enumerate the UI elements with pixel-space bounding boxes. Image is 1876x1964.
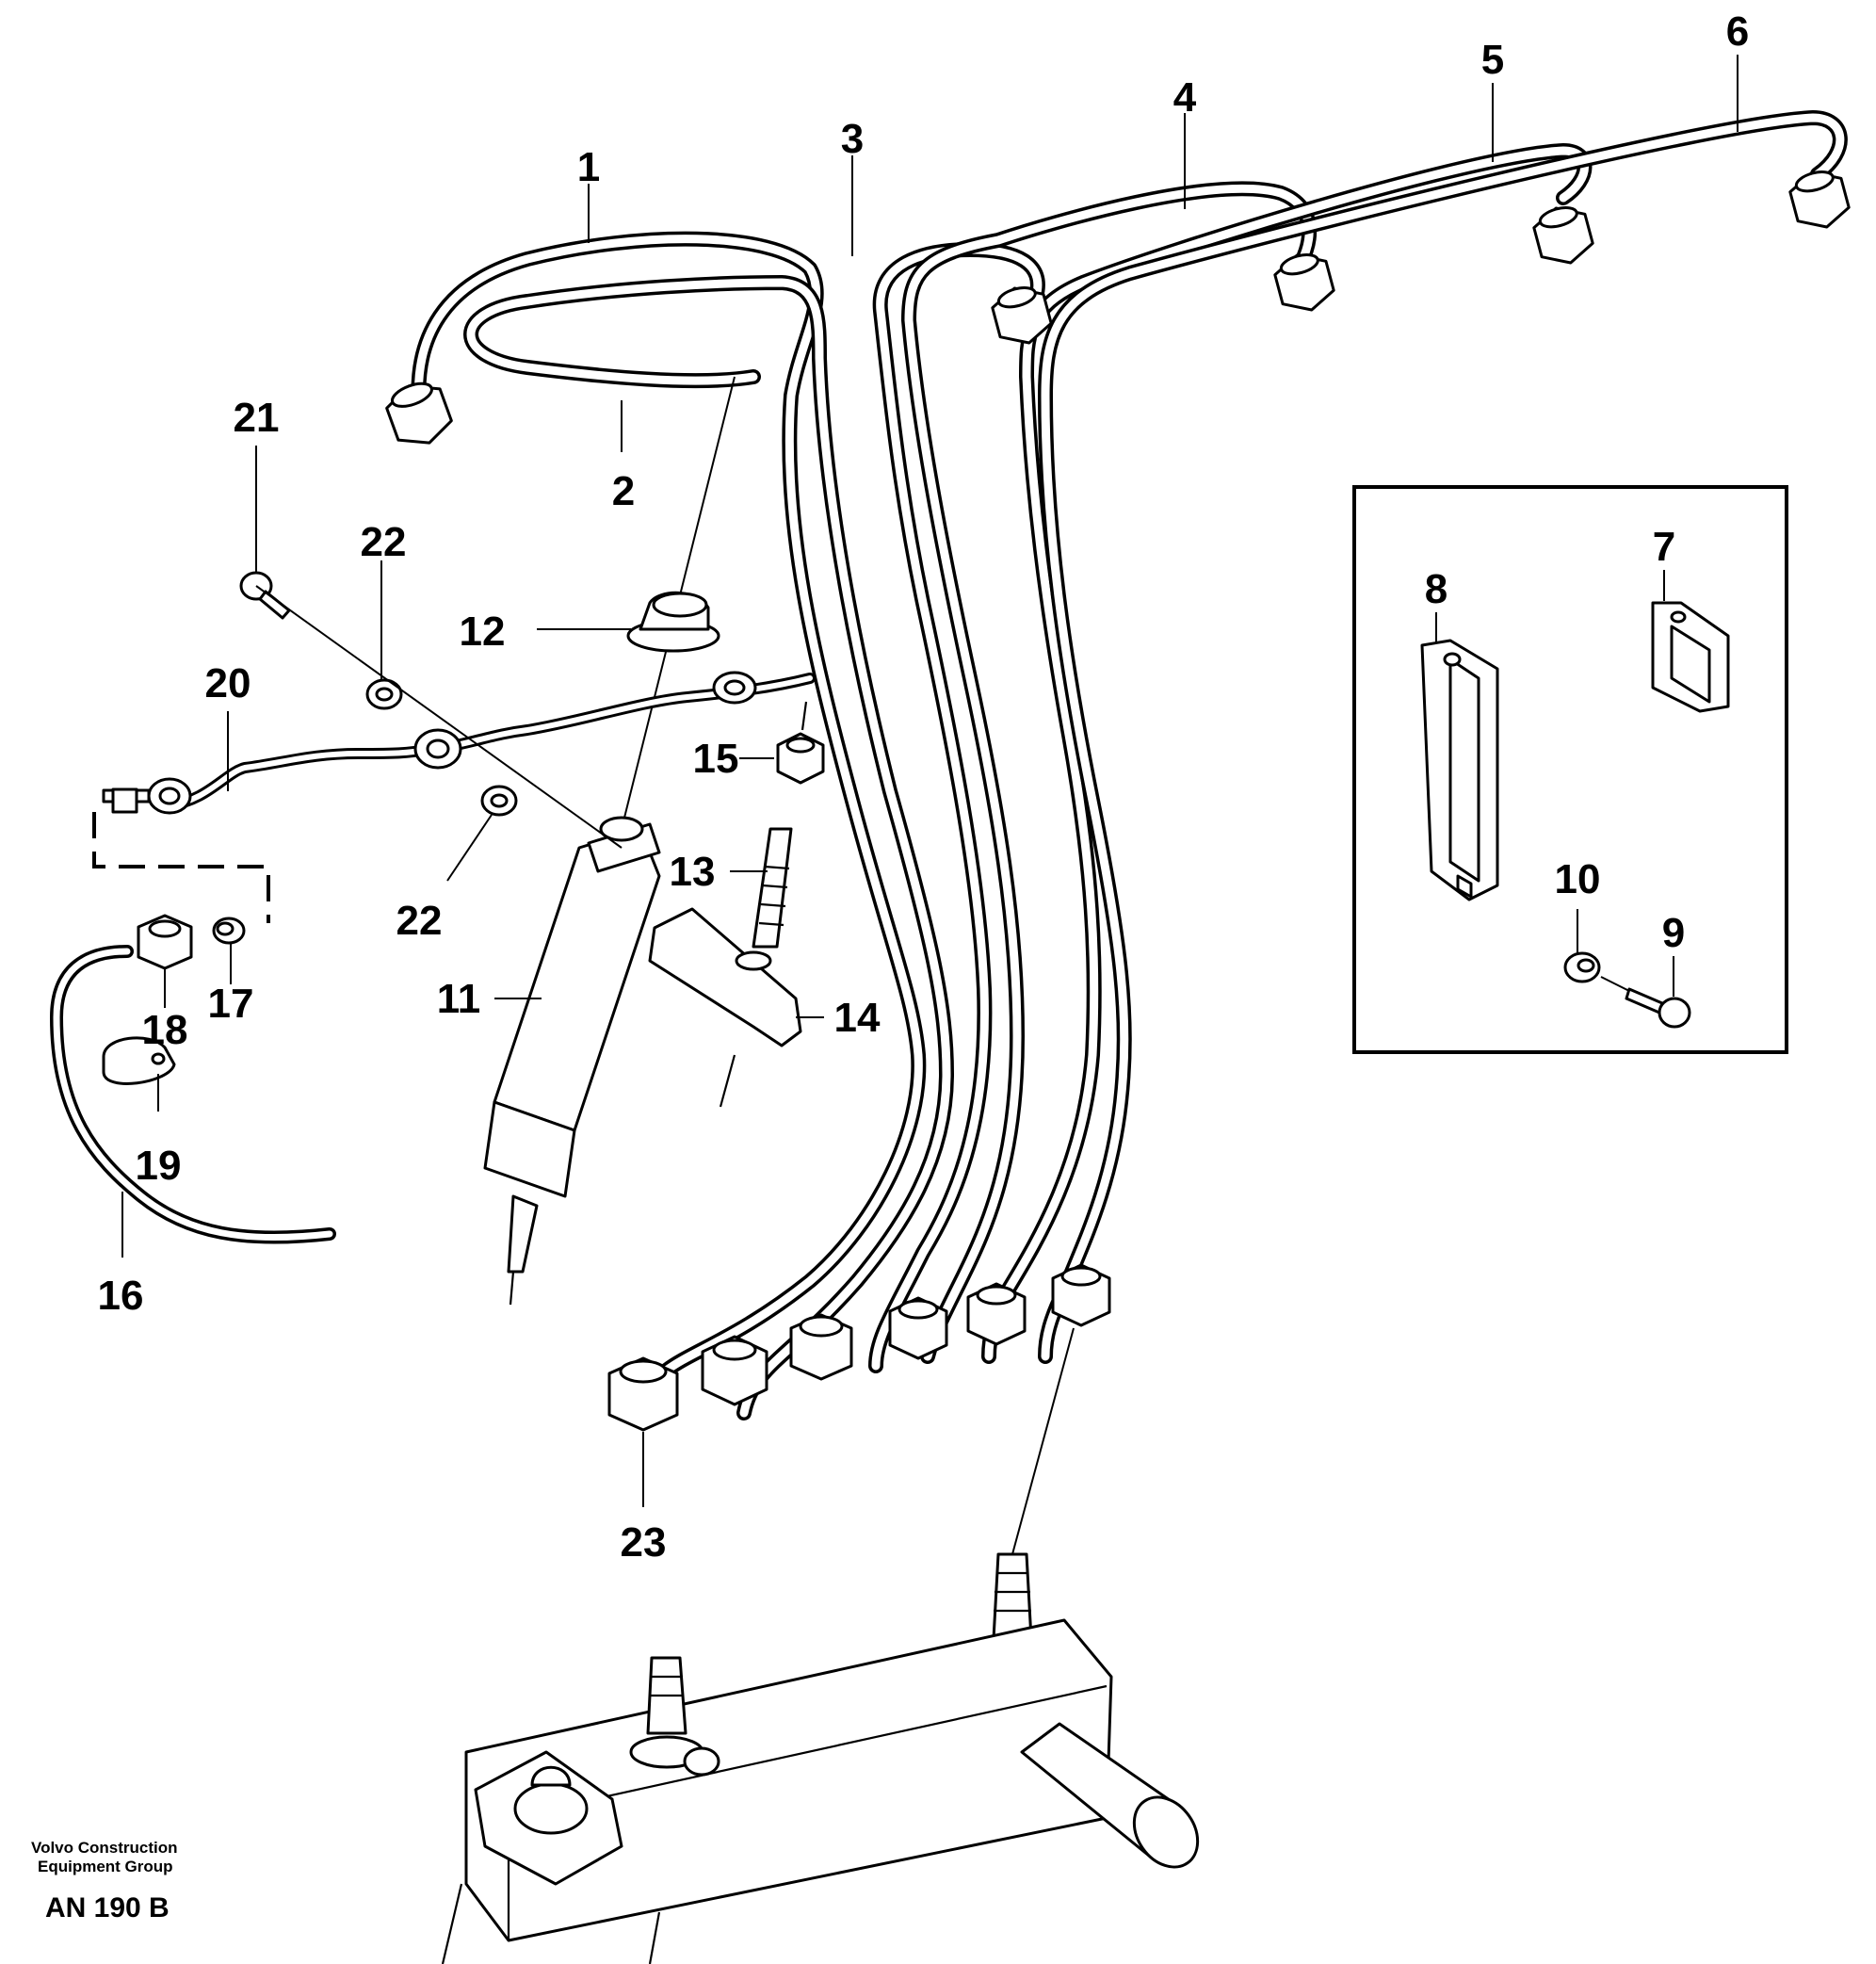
callout-17: 17 bbox=[208, 981, 254, 1027]
callout-9: 9 bbox=[1662, 910, 1685, 956]
callout-1: 1 bbox=[577, 144, 600, 190]
callout-7: 7 bbox=[1653, 524, 1675, 570]
washer-22-upper bbox=[365, 678, 403, 710]
banjo-bolt bbox=[239, 571, 291, 620]
clip-7 bbox=[1651, 601, 1730, 713]
pipe-1 bbox=[411, 231, 927, 1402]
nut-10 bbox=[1563, 951, 1601, 983]
callout-8: 8 bbox=[1425, 566, 1447, 612]
stud bbox=[752, 827, 793, 949]
clip-19 bbox=[102, 1036, 176, 1085]
callout-19: 19 bbox=[136, 1143, 182, 1189]
injector-clamp bbox=[648, 907, 802, 1108]
washer-22-lower bbox=[480, 785, 518, 817]
callout-3: 3 bbox=[841, 116, 864, 162]
callout-20: 20 bbox=[205, 660, 251, 706]
callout-5: 5 bbox=[1481, 37, 1504, 83]
callout-23: 23 bbox=[621, 1519, 667, 1566]
callout-16: 16 bbox=[98, 1273, 144, 1319]
injector-assembly bbox=[483, 376, 825, 1306]
callout-13: 13 bbox=[670, 849, 716, 895]
injection-pump bbox=[441, 1327, 1200, 1964]
callout-10: 10 bbox=[1555, 856, 1601, 902]
drawing-code: AN 190 B bbox=[45, 1892, 170, 1923]
callout-leaders bbox=[121, 55, 1739, 1507]
company-name-line2: Equipment Group bbox=[38, 1858, 173, 1875]
callout-11: 11 bbox=[437, 976, 481, 1022]
callout-21: 21 bbox=[234, 395, 280, 441]
callout-labels: 1 2 3 4 5 6 7 8 9 10 11 12 13 14 15 16 1… bbox=[98, 8, 1750, 1566]
leak-off-pipe bbox=[92, 571, 816, 923]
nut-18 bbox=[137, 914, 193, 970]
callout-22-lower: 22 bbox=[396, 898, 443, 944]
pipe-2 bbox=[463, 275, 954, 1420]
pipe-nuts bbox=[385, 170, 1851, 1432]
inset-box bbox=[1352, 485, 1788, 1054]
callout-2: 2 bbox=[612, 468, 635, 514]
footer: Volvo Construction Equipment Group AN 19… bbox=[31, 1839, 178, 1923]
bolt-9 bbox=[1625, 987, 1691, 1029]
sleeve-17 bbox=[212, 917, 246, 945]
nut-15 bbox=[776, 701, 825, 785]
delivery-pipes bbox=[411, 110, 1848, 1420]
callout-6: 6 bbox=[1726, 8, 1749, 55]
callout-14: 14 bbox=[834, 995, 881, 1041]
callout-15: 15 bbox=[693, 736, 739, 782]
injector bbox=[483, 816, 661, 1306]
company-name-line1: Volvo Construction bbox=[31, 1839, 178, 1857]
bracket-8 bbox=[1420, 639, 1499, 901]
return-pipe bbox=[50, 914, 336, 1244]
callout-22-upper: 22 bbox=[361, 519, 407, 565]
callout-18: 18 bbox=[142, 1007, 188, 1053]
heat-shield-washer bbox=[626, 591, 720, 653]
callout-12: 12 bbox=[460, 609, 506, 655]
callout-4: 4 bbox=[1173, 74, 1197, 121]
